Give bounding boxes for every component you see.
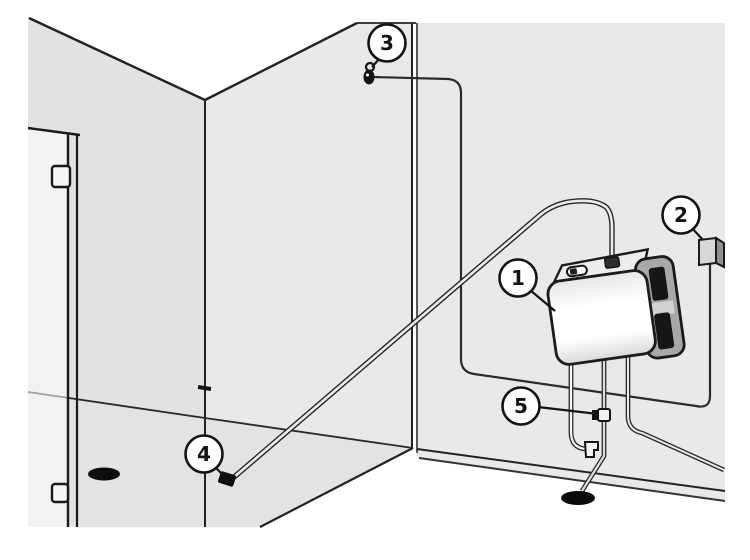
temperature-sensor [363,69,375,85]
door-hinge-bottom [50,482,70,504]
callout-1-circle [498,258,538,298]
left-wall [28,17,205,418]
callout-4: 4 [184,434,224,474]
door-hinge-top [50,164,72,189]
callout-3-circle [367,23,407,63]
unit-vent-bottom [654,312,675,350]
floor-junction-back [204,417,414,449]
callout-5: 5 [501,386,541,426]
wall-ridge-right [204,21,358,102]
floor-front-edge [259,447,414,528]
callout-5-number: 5 [514,394,528,418]
callout-4-number: 4 [197,442,211,466]
unit-cable-core [627,350,725,471]
baseboard-line-lower [418,457,726,502]
wall-ridge-left [28,16,206,102]
unit-body [546,269,657,366]
callout-1-leader [529,289,556,312]
sensor-highlight [366,73,369,77]
steam-pipe-core [232,199,614,479]
callout-1: 1 [498,258,538,298]
corner-tick-mark [197,385,212,391]
callout-1-number: 1 [511,266,525,290]
shower-floor-drain [88,467,120,481]
callout-5-circle [501,386,541,426]
drain-elbow-fitting [583,441,599,458]
back-wall [205,23,413,448]
steam-pipe-fitting [603,256,621,269]
callout-3-number: 3 [380,31,394,55]
water-valve-knob [592,410,599,420]
unit-vent-top [648,266,669,301]
control-panel-front [698,236,717,267]
shower-door-glass [28,129,68,527]
drain-funnel [561,491,595,505]
callout-2: 2 [661,195,701,235]
water-valve-body [597,408,611,422]
steam-generator-unit [546,247,686,366]
callout-2-circle [661,195,701,235]
callout-2-number: 2 [674,203,688,227]
door-top-edge [27,126,81,137]
control-panel-side [715,236,725,269]
right-wall [417,23,725,501]
drain-pipe-core [581,350,606,492]
unit-top-control-dot [569,268,578,275]
sensor-cable [373,75,712,408]
callout-5-leader [537,405,599,416]
baseboard-line-upper [416,448,726,492]
callout-3: 3 [367,23,407,63]
callout-4-circle [184,434,224,474]
